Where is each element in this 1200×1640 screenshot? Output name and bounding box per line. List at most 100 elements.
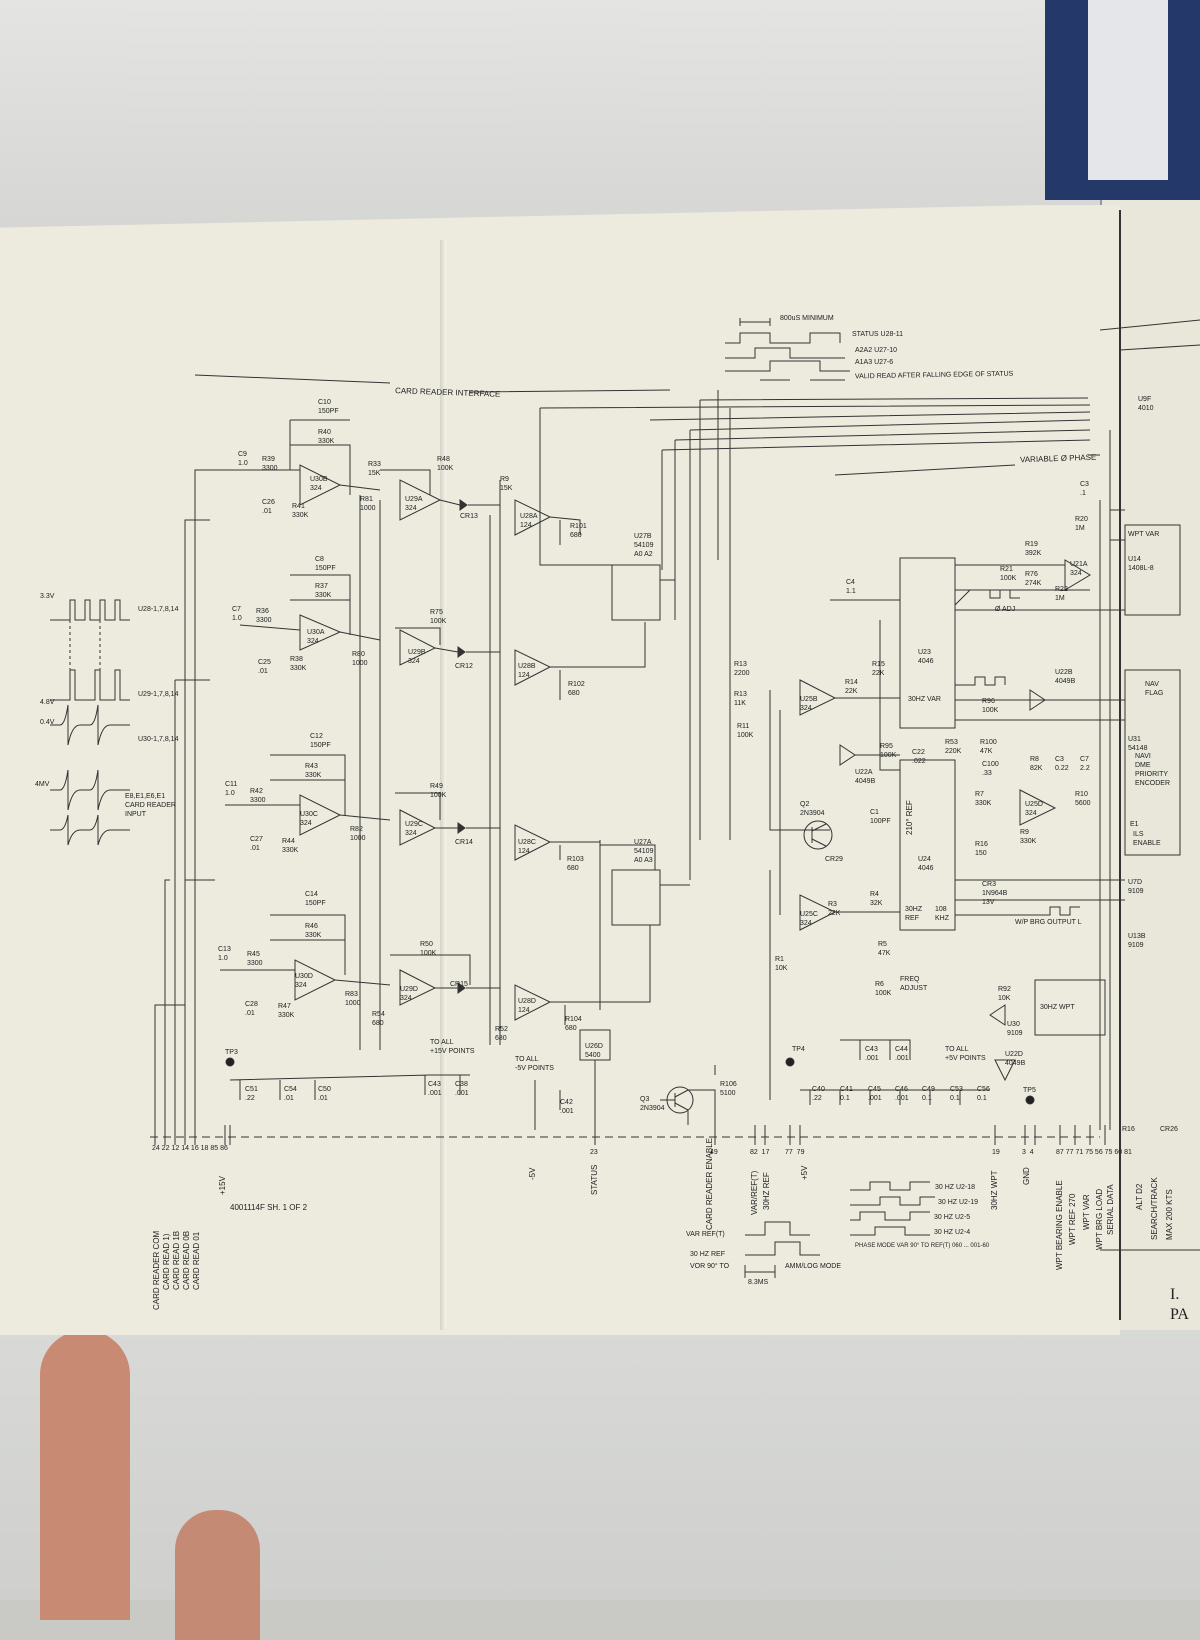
u29b-label: U29B 324 — [408, 649, 426, 665]
cr13-label: CR13 — [460, 513, 478, 520]
serial-data-label: SERIAL DATA — [1106, 1184, 1115, 1235]
minus5v-note: TO ALL -5V POINTS — [515, 1056, 554, 1072]
cr12-label: CR12 — [455, 663, 473, 670]
u31-label: U31 54148 — [1128, 736, 1148, 752]
timing-a2a2-label: A2A2 U27-10 — [855, 347, 898, 354]
r33-label: R33 15K — [368, 461, 381, 477]
c54-label: C54 .01 — [284, 1086, 297, 1102]
r54-label: R54 680 — [372, 1011, 385, 1027]
r44-label: R44 330K — [282, 838, 299, 854]
c25-label: C25 .01 — [258, 659, 271, 675]
cr15-label: CR15 — [450, 981, 468, 988]
r9-label: R9 15K — [500, 476, 513, 492]
r20-label: R20 1M — [1075, 516, 1088, 532]
wave-u29-label: U29-1,7,8,14 — [138, 691, 179, 698]
r1-label: R1 10K — [775, 956, 788, 972]
c50-label: C50 .01 — [318, 1086, 331, 1102]
u13b-label: U13B 9109 — [1128, 933, 1146, 949]
c9-label: C9 1.0 — [238, 451, 248, 467]
cr3-label: CR3 1N964B 13V — [982, 881, 1008, 906]
r19-label: R19 392K — [1025, 541, 1042, 557]
c4-label: C4 1.1 — [846, 579, 856, 595]
timing-30hz-c: 30 HZ U2-5 — [934, 1214, 971, 1221]
c3b-label: C3 0.22 — [1055, 756, 1069, 772]
c10-label: C10 150PF — [318, 399, 339, 415]
r52-label: R52 680 — [495, 1026, 508, 1042]
cr-enable-pin: 49 — [710, 1149, 718, 1156]
u30d-label: U30D 324 — [295, 973, 313, 989]
r83-label: R83 1000 — [345, 991, 361, 1007]
r3-label: R3 22K — [828, 901, 841, 917]
cr26-label: CR26 — [1160, 1126, 1178, 1133]
timing-var-ref: VAR REF(T) — [686, 1231, 725, 1238]
var-ref-label: VAR/REF(T) — [750, 1170, 759, 1215]
r47-label: R47 330K — [278, 1003, 295, 1019]
plus5v-conn-label: +5V — [800, 1165, 809, 1180]
c45-label: C45 .001 — [868, 1086, 882, 1102]
table-surface-top — [0, 0, 1200, 240]
cr-enable-label: CARD READER ENABLE — [705, 1137, 714, 1230]
var30-label: 30HZ VAR — [908, 696, 941, 703]
u28c-label: U28C 124 — [518, 839, 536, 855]
max-200-kts-label: MAX 200 KTS — [1165, 1189, 1174, 1240]
stage-row-2 — [239, 574, 646, 700]
card-read-1b-label: CARD READ 1B — [172, 1230, 181, 1290]
wave-input-label: E8,E1,E6,E1 CARD READER INPUT — [125, 793, 176, 818]
page-fold — [440, 240, 446, 1330]
u22d-label: U22D 4049B — [1005, 1051, 1026, 1067]
c12-label: C12 150PF — [310, 733, 331, 749]
wpt-ref-270-label: WPT REF 270 — [1068, 1193, 1077, 1245]
c26-label: C26 .01 — [262, 499, 275, 515]
u23-label: U23 4046 — [918, 649, 934, 665]
navi-dme-label: NAVI DME PRIORITY ENCODER — [1135, 753, 1171, 787]
ref210-label: 210° REF — [905, 800, 914, 835]
card-read-0b-label: CARD READ 0B — [182, 1230, 191, 1290]
stage-row-3 — [225, 754, 690, 926]
freq-adjust-label: FREQ ADJUST — [900, 976, 928, 992]
c51-label: C51 .22 — [245, 1086, 258, 1102]
c13-label: C13 1.0 — [218, 946, 231, 962]
finger — [40, 1330, 130, 1620]
cr14-label: CR14 — [455, 839, 473, 846]
u25b-label: U25B 324 — [800, 696, 818, 712]
r53-label: R53 220K — [945, 739, 962, 755]
r101-label: R101 680 — [570, 523, 587, 539]
u27b-label: U27B 54109 A0 A2 — [634, 533, 654, 558]
r15-label: R15 22K — [872, 661, 885, 677]
c43b-label: C43 .001 — [865, 1046, 879, 1062]
c44-label: C44 .001 — [895, 1046, 909, 1062]
c42-label: C42 .001 — [560, 1099, 574, 1115]
wave-level-1: 3.3V — [40, 593, 55, 600]
u25c-label: U25C 324 — [800, 911, 818, 927]
r40-label: R40 330K — [318, 429, 335, 445]
right-page-sub: PA — [1170, 1306, 1189, 1323]
connector-pins-right: 87 77 71 75 56 75 60 81 — [1056, 1149, 1132, 1156]
wave-u28-label: U28-1,7,8,14 — [138, 606, 179, 613]
plus5v-pins: 77 79 — [785, 1149, 805, 1156]
wpt-var-label: WPT VAR — [1128, 531, 1160, 538]
timing-amm: AMM/LOG MODE — [785, 1263, 842, 1270]
stage-row-1 — [240, 419, 675, 621]
search-track-label: SEARCH/TRACK — [1150, 1177, 1159, 1240]
tp4-label: TP4 — [792, 1046, 805, 1053]
u21a-label: U21A 324 — [1070, 561, 1088, 577]
timing-phase-note: PHASE MODE VAR 90° TO REF(T) 060 ... 001… — [855, 1243, 990, 1249]
r50-label: R50 100K — [420, 941, 437, 957]
u25d-label: U25D 324 — [1025, 801, 1043, 817]
c27-label: C27 .01 — [250, 836, 263, 852]
tp3-label: TP3 — [225, 1049, 238, 1056]
c43a-label: C43 .001 — [428, 1081, 442, 1097]
r103-label: R103 680 — [567, 856, 584, 872]
card-waveforms — [50, 599, 130, 846]
c7b-label: C7 2.2 — [1080, 756, 1090, 772]
r11-label: R11 100K — [737, 723, 754, 739]
r13b-label: R13 11K — [734, 691, 747, 707]
wpt-var-conn-label: WPT VAR — [1082, 1194, 1091, 1230]
timing-min-label: 800uS MINIMUM — [780, 315, 834, 322]
r48-label: R48 100K — [437, 456, 454, 472]
c3-label: C3 .1 — [1080, 481, 1089, 497]
c1-label: C1 100PF — [870, 809, 891, 825]
c8-label: C8 150PF — [315, 556, 336, 572]
u28a-label: U28A 124 — [520, 513, 538, 529]
wave-level-3: 0.4V — [40, 719, 55, 726]
